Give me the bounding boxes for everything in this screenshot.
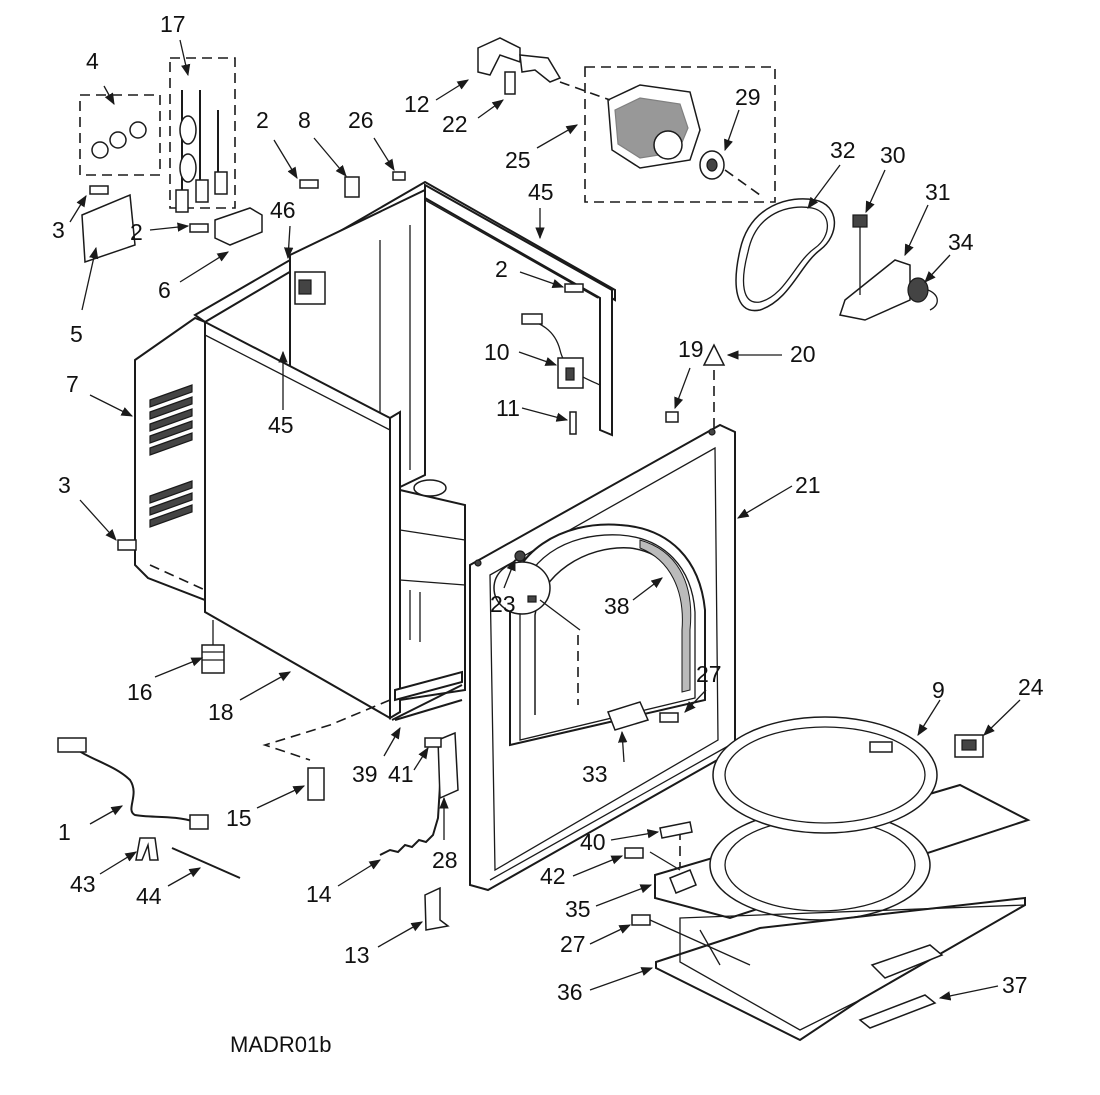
callout-labels: 1 2 2 2 3 3 4 5 6 7 8 9 10 11 12 13 14 1… xyxy=(52,11,1044,1005)
callout-34: 34 xyxy=(948,229,974,255)
screw-41 xyxy=(424,737,442,748)
callout-3: 3 xyxy=(58,472,71,498)
callout-26: 26 xyxy=(348,107,374,133)
callout-1: 1 xyxy=(58,819,71,845)
callout-37: 37 xyxy=(1002,972,1028,998)
callout-43: 43 xyxy=(70,871,96,897)
motor-mount-clips xyxy=(477,37,562,95)
callout-22: 22 xyxy=(442,111,468,137)
callout-35: 35 xyxy=(565,896,591,922)
callout-31: 31 xyxy=(925,179,951,205)
motor-assembly xyxy=(559,81,761,196)
side-louvers xyxy=(149,384,193,528)
clip-43 xyxy=(135,837,159,861)
callout-18: 18 xyxy=(208,699,234,725)
callout-45: 45 xyxy=(268,412,294,438)
cabinet-clip-15 xyxy=(307,767,325,801)
clip-19 xyxy=(665,411,679,423)
clip-13 xyxy=(424,886,450,931)
callout-4: 4 xyxy=(86,48,99,74)
callout-10: 10 xyxy=(484,339,510,365)
callout-21: 21 xyxy=(795,472,821,498)
callout-7: 7 xyxy=(66,371,79,397)
callout-15: 15 xyxy=(226,805,252,831)
shield-5 xyxy=(81,193,136,264)
callout-3: 3 xyxy=(52,217,65,243)
callout-12: 12 xyxy=(404,91,430,117)
leveling-foot xyxy=(201,620,225,674)
callout-36: 36 xyxy=(557,979,583,1005)
callout-46: 46 xyxy=(270,197,296,223)
callout-41: 41 xyxy=(388,761,414,787)
callout-29: 29 xyxy=(735,84,761,110)
callout-13: 13 xyxy=(344,942,370,968)
callout-39: 39 xyxy=(352,761,378,787)
callout-30: 30 xyxy=(880,142,906,168)
callout-40: 40 xyxy=(580,829,606,855)
callout-45: 45 xyxy=(528,179,554,205)
callout-6: 6 xyxy=(158,277,171,303)
callout-38: 38 xyxy=(604,593,630,619)
callout-2: 2 xyxy=(130,219,143,245)
callout-28: 28 xyxy=(432,847,458,873)
idler-assembly xyxy=(839,214,938,321)
hinge-28 xyxy=(437,731,459,800)
screw-26 xyxy=(392,171,406,181)
foot-cone xyxy=(702,343,726,366)
thermostat-wires xyxy=(175,90,228,213)
drawing-id: MADR01b xyxy=(230,1032,331,1057)
callout-27: 27 xyxy=(560,931,586,957)
callout-24: 24 xyxy=(1018,674,1044,700)
base-assembly xyxy=(624,716,1031,1042)
bracket-8 xyxy=(344,176,360,198)
callout-16: 16 xyxy=(127,679,153,705)
callout-9: 9 xyxy=(932,677,945,703)
terminal-block-6 xyxy=(214,207,263,246)
callout-33: 33 xyxy=(582,761,608,787)
door-switch-harness xyxy=(521,313,601,435)
door-spring xyxy=(379,784,441,856)
callout-44: 44 xyxy=(136,883,162,909)
callout-23: 23 xyxy=(490,591,516,617)
callout-19: 19 xyxy=(678,336,704,362)
callout-17: 17 xyxy=(160,11,186,37)
screw-27-door xyxy=(659,712,679,723)
callout-27: 27 xyxy=(696,661,722,687)
power-cord xyxy=(57,737,209,830)
screw-3-lower xyxy=(117,539,137,551)
callout-11: 11 xyxy=(496,395,520,421)
leader-lines xyxy=(69,39,1021,1001)
front-panel xyxy=(469,423,736,892)
callout-14: 14 xyxy=(306,881,332,907)
callout-5: 5 xyxy=(70,321,83,347)
strip-39 xyxy=(391,684,463,721)
callout-8: 8 xyxy=(298,107,311,133)
callout-2: 2 xyxy=(495,256,508,282)
callout-32: 32 xyxy=(830,137,856,163)
bracket-33 xyxy=(607,701,650,731)
callout-2: 2 xyxy=(256,107,269,133)
rod-44 xyxy=(171,847,241,879)
callout-25: 25 xyxy=(505,147,531,173)
drive-belt xyxy=(735,198,836,312)
cabinet xyxy=(134,180,616,721)
terminal-clips xyxy=(91,121,147,159)
callout-20: 20 xyxy=(790,341,816,367)
callout-42: 42 xyxy=(540,863,566,889)
